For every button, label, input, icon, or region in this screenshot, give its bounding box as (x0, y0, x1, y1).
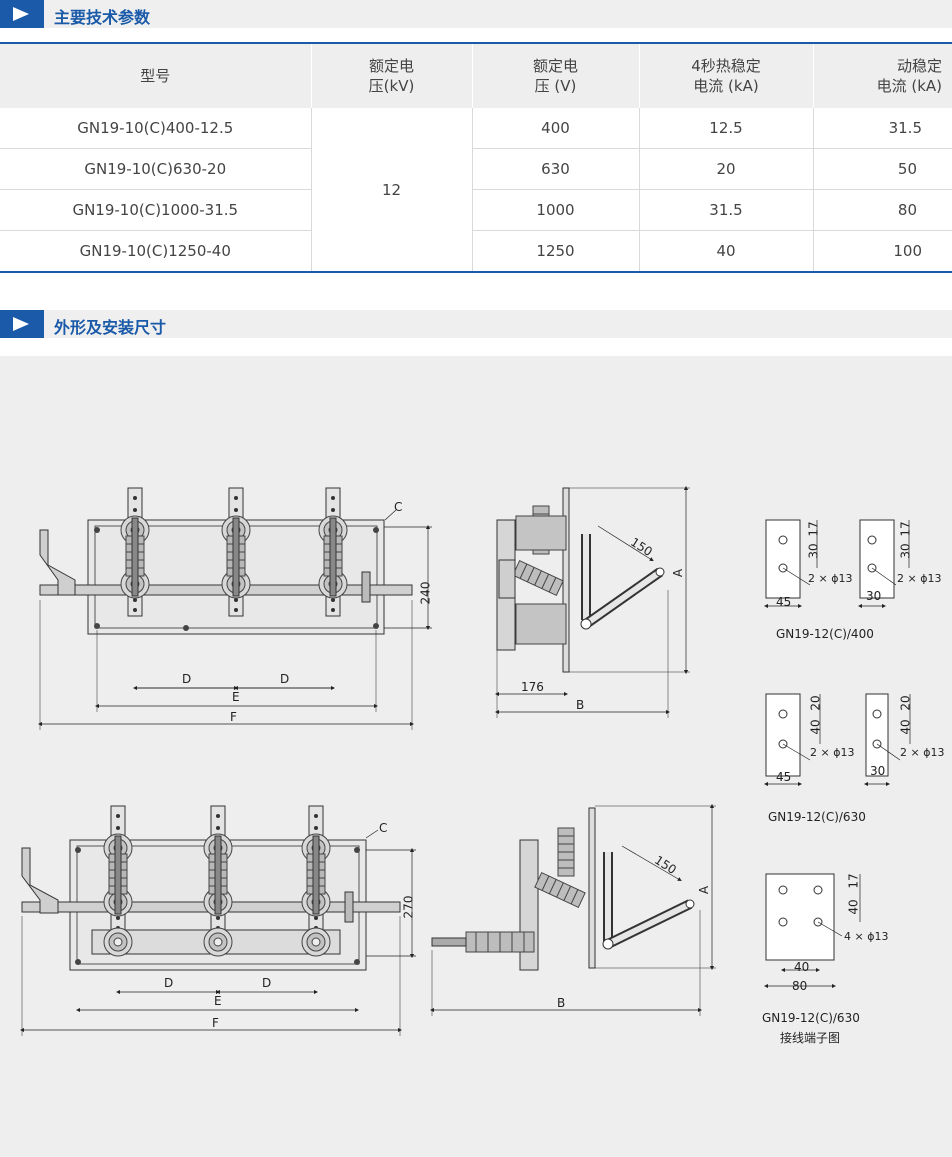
cell-model: GN19-10(C)400-12.5 (0, 108, 311, 149)
dim-240-label: 240 (418, 581, 433, 605)
terminal-400-caption: GN19-12(C)/400 (776, 627, 874, 641)
cell-dynamic: 80 (812, 189, 952, 231)
terminal-630b-subcaption: 接线端子图 (780, 1031, 841, 1045)
terminal-400-h2: 30 (806, 543, 821, 559)
terminal-630-h1-right: 20 (898, 695, 913, 711)
side-view-bottom (429, 803, 716, 1016)
dim-b-label-top: B (576, 698, 585, 712)
terminal-400-h1: 17 (806, 521, 821, 537)
dim-e-label-top: E (232, 690, 240, 704)
cell-model: GN19-10(C)630-20 (0, 148, 311, 190)
play-arrow-icon (0, 310, 44, 338)
cell-thermal: 20 (638, 148, 813, 190)
terminal-630b-hole: 4 × ϕ13 (844, 930, 889, 943)
terminal-630-h2-right: 40 (898, 719, 913, 735)
terminal-630b-h1: 17 (846, 873, 861, 889)
terminal-400-hole-right: 2 × ϕ13 (897, 572, 942, 585)
terminal-630-hole-right: 2 × ϕ13 (900, 746, 945, 759)
table-row: GN19-10(C)400-12.5 12 400 12.5 31.5 (0, 108, 952, 273)
dim-c-label-bottom: C (379, 821, 388, 835)
terminal-400-w-left: 45 (776, 595, 792, 609)
header-model: 型号 (0, 42, 311, 108)
side-view-top (494, 485, 690, 718)
terminal-630-h2: 40 (808, 719, 823, 735)
dim-d-label-bottom-right: D (262, 976, 272, 990)
play-arrow-icon (0, 0, 44, 28)
cell-dynamic: 31.5 (812, 108, 952, 149)
terminal-400-hole: 2 × ϕ13 (808, 572, 853, 585)
cell-voltage-v: 1250 (471, 230, 639, 273)
spec-table: 型号 额定电压(kV) 额定电压 (V) 4秒热稳定电流 (kA) 动稳定电流 … (0, 42, 952, 273)
terminal-630-caption: GN19-12(C)/630 (768, 810, 866, 824)
terminal-630-w-left: 45 (776, 770, 792, 784)
cell-thermal: 12.5 (638, 108, 813, 149)
header-dynamic-current: 动稳定电流 (kA) (812, 42, 952, 108)
spec-section-header: 主要技术参数 (0, 0, 952, 28)
dim-f-label-bottom: F (212, 1016, 219, 1030)
front-view-top (37, 488, 432, 730)
cell-thermal: 40 (638, 230, 813, 273)
dim-176-label: 176 (521, 680, 544, 694)
dim-b-label-bottom: B (557, 996, 566, 1010)
terminal-630 (763, 693, 911, 787)
dim-e-label-bottom: E (214, 994, 222, 1008)
header-thermal-current: 4秒热稳定电流 (kA) (638, 42, 813, 108)
terminal-630b-h2: 40 (846, 899, 861, 915)
terminal-400-h1-right: 17 (898, 521, 913, 537)
dim-f-label-top: F (230, 710, 237, 724)
terminal-400-h2-right: 30 (898, 543, 913, 559)
terminal-630b-w-inner: 40 (794, 960, 810, 974)
table-header-row: 型号 额定电压(kV) 额定电压 (V) 4秒热稳定电流 (kA) 动稳定电流 … (0, 42, 952, 108)
spec-section-title: 主要技术参数 (54, 8, 151, 27)
terminal-630-h1: 20 (808, 695, 823, 711)
terminal-630-hole: 2 × ϕ13 (810, 746, 855, 759)
front-view-bottom (19, 806, 416, 1036)
drawing-section-title: 外形及安装尺寸 (54, 318, 167, 337)
terminal-630-w-right: 30 (870, 764, 886, 778)
dim-a-label-top: A (671, 568, 686, 578)
table-row: GN19-10(C)630-20 630 20 50 (0, 148, 952, 190)
dim-270-label: 270 (401, 895, 416, 919)
drawing-section-header: 外形及安装尺寸 (0, 310, 952, 338)
terminal-630b (763, 873, 861, 989)
cell-voltage-v: 630 (471, 148, 639, 190)
dim-a-label-bottom: A (697, 885, 712, 895)
cell-dynamic: 50 (812, 148, 952, 190)
table-row: GN19-10(C)1000-31.5 1000 31.5 80 (0, 189, 952, 231)
table-row: GN19-10(C)1250-40 1250 40 100 (0, 230, 952, 273)
terminal-630b-caption: GN19-12(C)/630 (762, 1011, 860, 1025)
technical-drawing (19, 485, 911, 1036)
dimension-drawing-area: C D D E F 240 A 150 176 B 17 30 2 × ϕ13 … (0, 356, 952, 1157)
cell-thermal: 31.5 (638, 189, 813, 231)
cell-dynamic: 100 (812, 230, 952, 273)
dim-d-label-top-left: D (182, 672, 192, 686)
header-rated-voltage-kv: 额定电压(kV) (310, 42, 472, 108)
terminal-400-w-right: 30 (866, 589, 882, 603)
dim-c-label-top: C (394, 500, 403, 514)
cell-rated-voltage-kv: 12 (310, 108, 472, 273)
cell-model: GN19-10(C)1000-31.5 (0, 189, 311, 231)
terminal-400 (763, 519, 910, 609)
terminal-630b-w-outer: 80 (792, 979, 808, 993)
header-rated-voltage-v: 额定电压 (V) (471, 42, 639, 108)
cell-voltage-v: 400 (471, 108, 639, 149)
dim-d-label-bottom-left: D (164, 976, 174, 990)
dim-d-label-top-right: D (280, 672, 290, 686)
cell-voltage-v: 1000 (471, 189, 639, 231)
cell-model: GN19-10(C)1250-40 (0, 230, 311, 273)
